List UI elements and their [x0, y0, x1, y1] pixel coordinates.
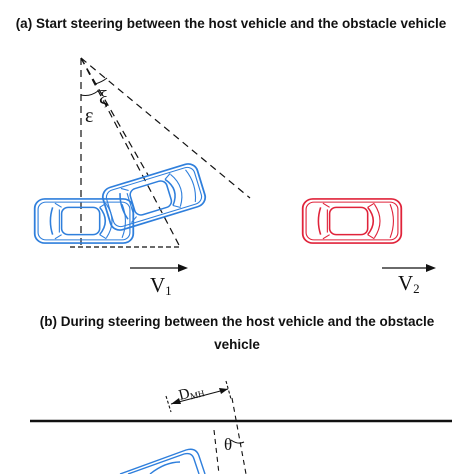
dashed-line-to-rear-corner	[80, 57, 149, 176]
caption-a: (a) Start steering between the host vehi…	[15, 16, 447, 31]
dashed-line-outer	[80, 57, 251, 199]
dmh-label: DMH	[177, 382, 206, 404]
angle-arc-theta	[230, 439, 245, 444]
host-vehicle-partial	[119, 448, 206, 474]
velocity-arrow-v1	[130, 264, 188, 272]
dmh-dimension	[165, 380, 247, 474]
v2-label: V2	[398, 271, 420, 296]
angle-arc-xi	[94, 77, 108, 85]
theta-label: θ	[224, 435, 232, 454]
host-vehicle-initial	[33, 198, 135, 244]
velocity-arrow-v2	[382, 264, 436, 272]
xi-label: ξ	[99, 87, 108, 109]
caption-b-line1: (b) During steering between the host veh…	[39, 314, 435, 329]
dashed-line-to-front-corner	[80, 57, 181, 248]
epsilon-label: ε	[85, 105, 93, 127]
angle-arc-epsilon	[80, 90, 99, 96]
caption-b-line2: vehicle	[214, 337, 260, 352]
construction-lines	[70, 57, 251, 250]
v1-label: V1	[150, 273, 172, 298]
obstacle-vehicle	[301, 198, 403, 244]
